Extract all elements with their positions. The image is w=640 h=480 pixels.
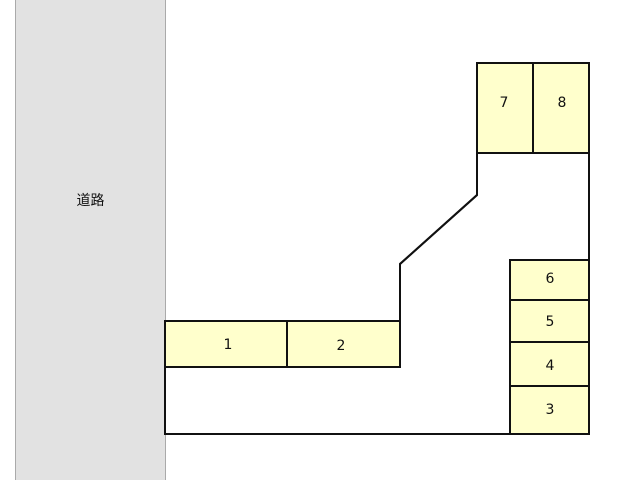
space-label: 6 xyxy=(546,271,555,287)
lot-boundary-bottom xyxy=(164,367,510,435)
parking-space-5[interactable]: 5 xyxy=(509,299,590,343)
lot-boundary xyxy=(399,153,478,321)
road-label: 道路 xyxy=(76,193,105,209)
space-label: 2 xyxy=(337,338,346,354)
space-label: 4 xyxy=(546,358,555,374)
space-label: 7 xyxy=(500,95,509,111)
parking-space-6[interactable]: 6 xyxy=(509,259,590,301)
parking-space-7[interactable]: 7 xyxy=(476,62,534,154)
space-label: 3 xyxy=(546,402,555,418)
lot-boundary-left xyxy=(399,153,478,321)
parking-space-8[interactable]: 8 xyxy=(532,62,590,154)
parking-space-3[interactable]: 3 xyxy=(509,385,590,435)
parking-space-2[interactable]: 2 xyxy=(286,320,401,368)
parking-space-4[interactable]: 4 xyxy=(509,341,590,387)
space-label: 5 xyxy=(546,314,555,330)
parking-space-1[interactable]: 1 xyxy=(164,320,288,368)
space-label: 1 xyxy=(224,337,233,353)
space-label: 8 xyxy=(558,95,567,111)
road: 道路 xyxy=(15,0,166,480)
